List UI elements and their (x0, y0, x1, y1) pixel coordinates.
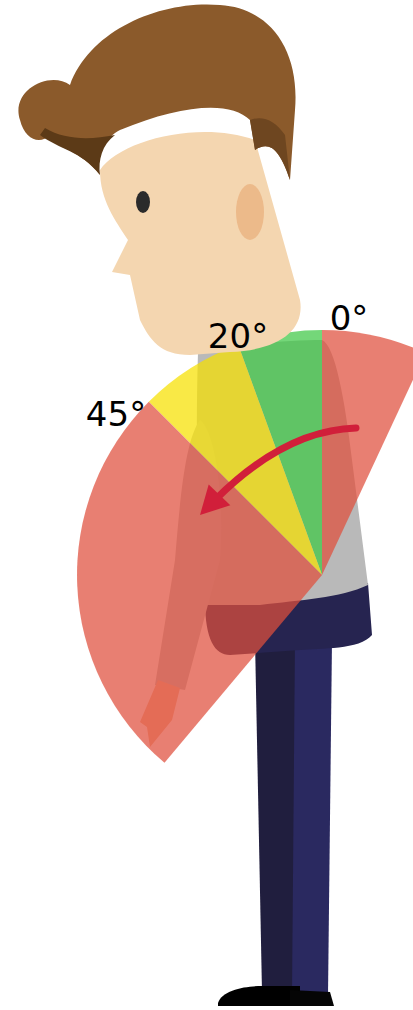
angle-sectors (77, 330, 413, 763)
eye (136, 191, 150, 213)
red-sector (77, 402, 322, 763)
right-shoe (290, 990, 334, 1006)
hair-shadow (250, 118, 290, 180)
rotation-arrow (215, 428, 356, 500)
hair (18, 4, 295, 180)
ear (236, 184, 264, 240)
right-leg (292, 640, 332, 995)
angle-label: 45° (86, 397, 146, 431)
left-shoe (218, 986, 300, 1006)
red-sector (322, 330, 413, 575)
angle-label: 0° (330, 301, 369, 335)
angle-label: 20° (208, 319, 268, 353)
hair-shadow (40, 128, 115, 175)
arrow-head (200, 485, 230, 516)
face (100, 132, 301, 355)
